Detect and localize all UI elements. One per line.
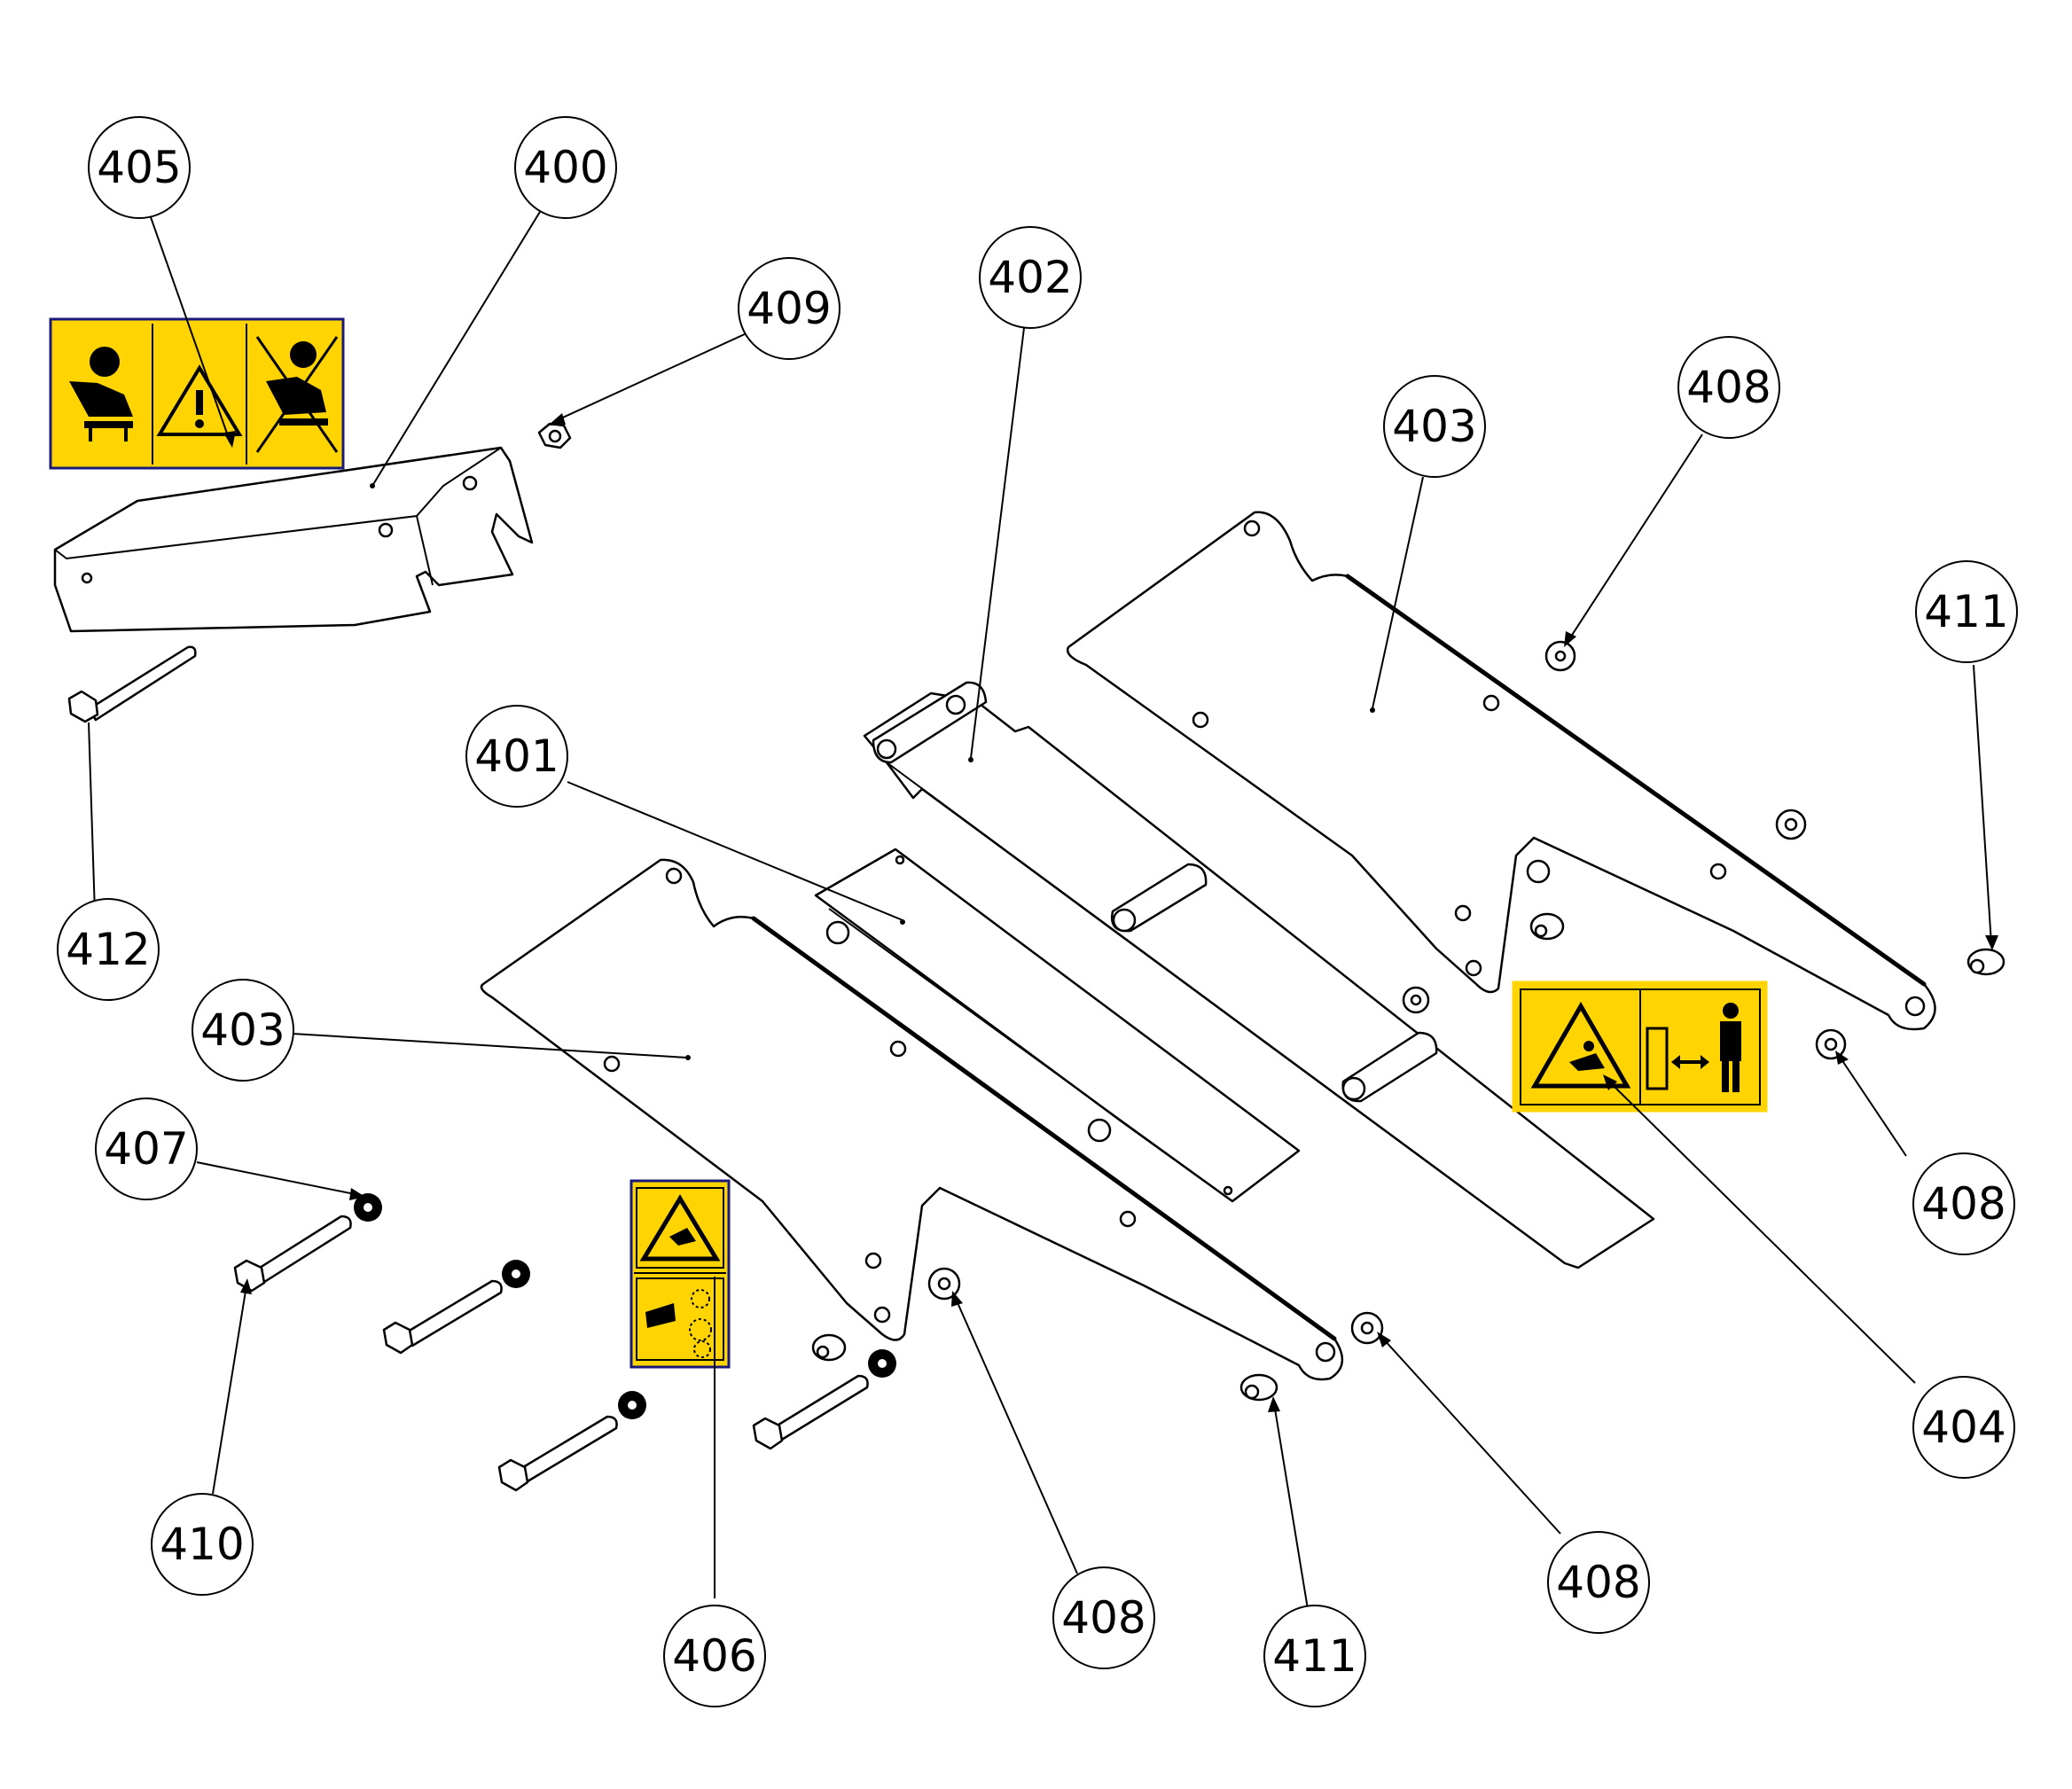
callout-404-label: 404 (1921, 1402, 2006, 1453)
decal-405 (49, 317, 345, 470)
part-408-washer-c (927, 1267, 961, 1301)
part-412-bolt (67, 645, 197, 723)
callout-408-right: 408 (1912, 1152, 2015, 1255)
part-408-washer-f (1402, 986, 1430, 1014)
part-402-roller-plate (863, 681, 1655, 1269)
callout-406-label: 406 (672, 1630, 756, 1682)
callout-411-right: 411 (1915, 560, 2018, 663)
part-403-upper-plate (1066, 511, 1936, 1031)
part-411-flange-nut-d (811, 1333, 847, 1362)
hand-entanglement-warning-icon (639, 1194, 721, 1262)
part-408-washer-e (1775, 809, 1807, 840)
part-410-bolt-d (752, 1374, 869, 1450)
part-407-washer-c (618, 1391, 646, 1419)
operator-seat-icon (69, 347, 133, 441)
callout-405-label: 405 (97, 142, 181, 193)
callout-403-upper-label: 403 (1392, 401, 1476, 452)
part-410-bolt-b (382, 1279, 503, 1355)
part-408-washer-d (1350, 1311, 1384, 1345)
callout-408-top-label: 408 (1686, 362, 1771, 413)
callout-408-right-label: 408 (1921, 1178, 2006, 1230)
callout-400: 400 (514, 116, 617, 219)
callout-404: 404 (1912, 1376, 2015, 1479)
part-408-washer-a (1544, 640, 1576, 672)
callout-402: 402 (979, 226, 1082, 329)
rotating-blade-icon (645, 1289, 712, 1358)
flying-debris-warning-icon (1530, 1002, 1631, 1089)
callout-403-lower-label: 403 (200, 1004, 285, 1056)
part-411-flange-nut-b (1239, 1373, 1278, 1402)
part-407-washer-b (502, 1260, 530, 1288)
callout-412: 412 (57, 898, 160, 1001)
callout-405: 405 (88, 116, 191, 219)
part-401-plate (814, 848, 1301, 1203)
callout-408-top: 408 (1677, 336, 1780, 439)
part-411-flange-nut-a (1966, 948, 2006, 976)
part-408-washer-b (1815, 1028, 1847, 1060)
callout-408-lower-right: 408 (1547, 1531, 1650, 1634)
callout-401: 401 (465, 705, 568, 808)
callout-408-lower-right-label: 408 (1556, 1557, 1640, 1608)
callout-409-label: 409 (747, 283, 831, 334)
callout-409: 409 (738, 257, 841, 360)
part-410-bolt-a (233, 1215, 352, 1293)
decal-404 (1512, 980, 1768, 1113)
callout-402-label: 402 (988, 252, 1072, 303)
part-403-lower-plate (480, 858, 1343, 1381)
callout-410-label: 410 (160, 1519, 244, 1570)
callout-411-right-label: 411 (1924, 586, 2008, 637)
callout-408-bottom: 408 (1052, 1566, 1155, 1669)
callout-411-bottom: 411 (1263, 1605, 1366, 1707)
keep-distance-person-icon (1671, 1003, 1741, 1092)
part-411-flange-nut-c (1529, 912, 1565, 941)
warning-triangle-icon (156, 364, 243, 436)
leader-lines (88, 207, 1998, 1610)
callout-406: 406 (663, 1605, 766, 1707)
part-407-washer-a (354, 1193, 382, 1222)
callout-401-label: 401 (474, 730, 559, 782)
part-409-nut (537, 422, 572, 449)
callout-400-label: 400 (523, 142, 607, 193)
callout-410: 410 (151, 1493, 254, 1596)
part-400-guard-cover (53, 446, 534, 633)
callout-411-bottom-label: 411 (1272, 1630, 1357, 1682)
callout-407-label: 407 (104, 1123, 188, 1175)
callout-403-upper: 403 (1383, 375, 1486, 478)
callout-403-lower: 403 (192, 979, 294, 1082)
part-407-washer-d (868, 1349, 896, 1378)
callout-412-label: 412 (66, 924, 150, 975)
callout-408-bottom-label: 408 (1061, 1592, 1145, 1644)
no-operator-icon (255, 336, 339, 453)
callout-407: 407 (95, 1098, 198, 1200)
decal-406 (629, 1179, 731, 1369)
part-410-bolt-c (497, 1415, 618, 1492)
